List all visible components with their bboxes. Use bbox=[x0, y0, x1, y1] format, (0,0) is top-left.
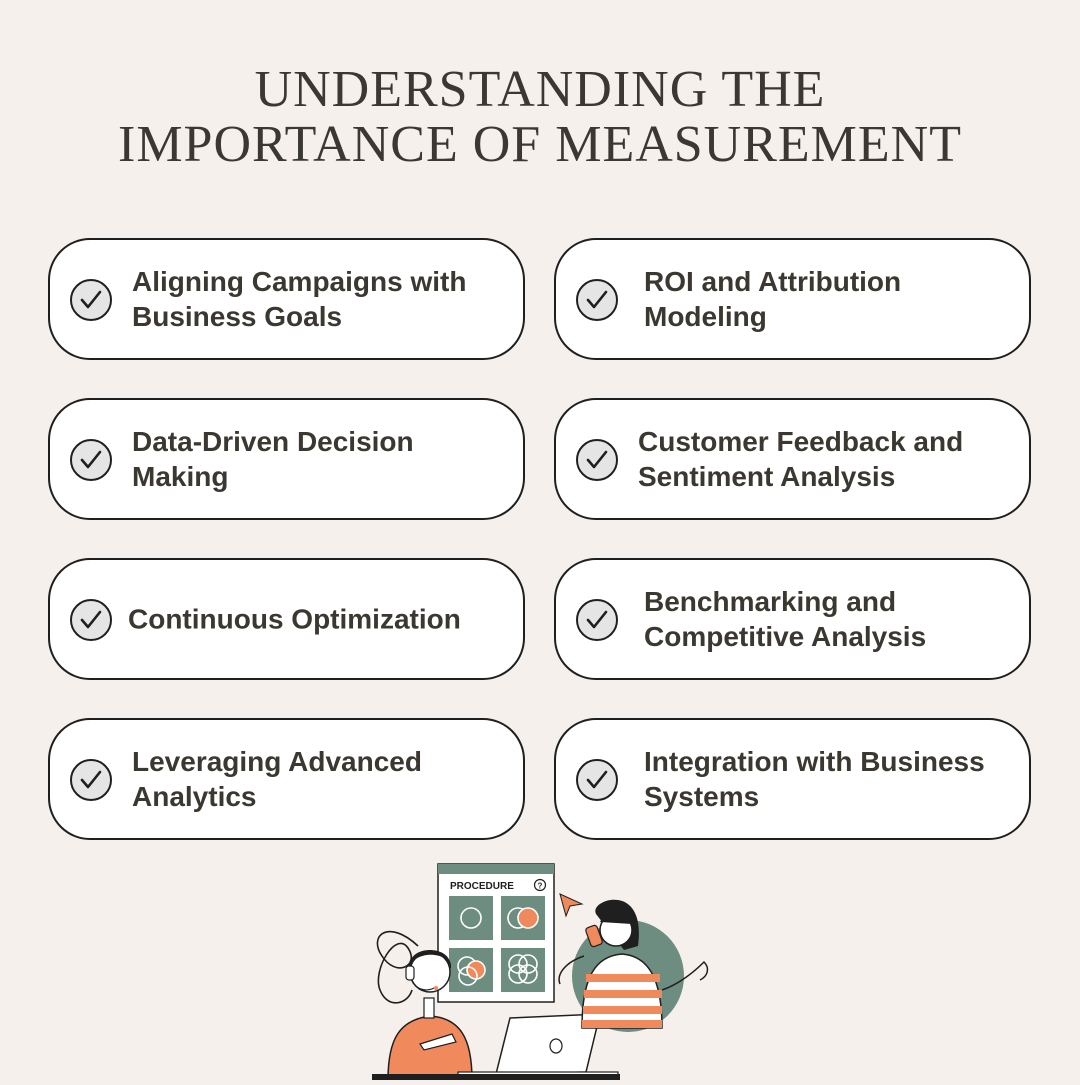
team-illustration: PROCEDURE ? bbox=[360, 858, 720, 1085]
help-glyph: ? bbox=[538, 882, 543, 891]
check-circle-icon bbox=[70, 439, 112, 481]
check-circle-icon bbox=[70, 759, 112, 801]
laptop-icon bbox=[372, 1013, 620, 1080]
squiggle-decoration bbox=[376, 930, 419, 1004]
cursor-arrow-icon bbox=[559, 893, 584, 918]
title-line-1: UNDERSTANDING THE bbox=[254, 61, 826, 118]
benefit-card-continuous-optimization: Continuous Optimization bbox=[48, 558, 525, 680]
check-circle-icon bbox=[70, 599, 112, 641]
benefit-label: Aligning Campaigns with Business Goals bbox=[132, 266, 467, 332]
check-circle-icon bbox=[576, 599, 618, 641]
benefit-card-data-driven: Data-Driven Decision Making bbox=[48, 398, 525, 520]
benefit-label: Continuous Optimization bbox=[128, 603, 461, 635]
benefit-label: ROI and Attribution Modeling bbox=[644, 266, 902, 332]
benefit-label: Customer Feedback and Sentiment Analysis bbox=[638, 426, 964, 492]
benefit-card-integration: Integration with Business Systems bbox=[554, 718, 1031, 840]
procedure-board: PROCEDURE ? bbox=[437, 863, 555, 1003]
check-circle-icon bbox=[70, 279, 112, 321]
benefit-card-customer-feedback: Customer Feedback and Sentiment Analysis bbox=[554, 398, 1031, 520]
title-line-2: IMPORTANCE OF MEASUREMENT bbox=[118, 116, 962, 173]
benefit-card-advanced-analytics: Leveraging Advanced Analytics bbox=[48, 718, 525, 840]
benefit-label: Integration with Business Systems bbox=[644, 746, 985, 812]
benefit-card-roi-attribution: ROI and Attribution Modeling bbox=[554, 238, 1031, 360]
page-title: UNDERSTANDING THE IMPORTANCE OF MEASUREM… bbox=[0, 62, 1080, 172]
benefit-label: Data-Driven Decision Making bbox=[132, 426, 414, 492]
man-with-headset bbox=[387, 950, 473, 1081]
check-circle-icon bbox=[576, 439, 618, 481]
help-icon bbox=[533, 878, 547, 892]
benefit-card-benchmarking: Benchmarking and Competitive Analysis bbox=[554, 558, 1031, 680]
benefit-card-aligning-campaigns: Aligning Campaigns with Business Goals bbox=[48, 238, 525, 360]
board-title: PROCEDURE bbox=[450, 881, 514, 892]
benefit-label: Leveraging Advanced Analytics bbox=[132, 746, 422, 812]
check-circle-icon bbox=[576, 759, 618, 801]
woman-on-phone bbox=[558, 899, 709, 1029]
check-circle-icon bbox=[576, 279, 618, 321]
benefit-label: Benchmarking and Competitive Analysis bbox=[644, 586, 927, 652]
